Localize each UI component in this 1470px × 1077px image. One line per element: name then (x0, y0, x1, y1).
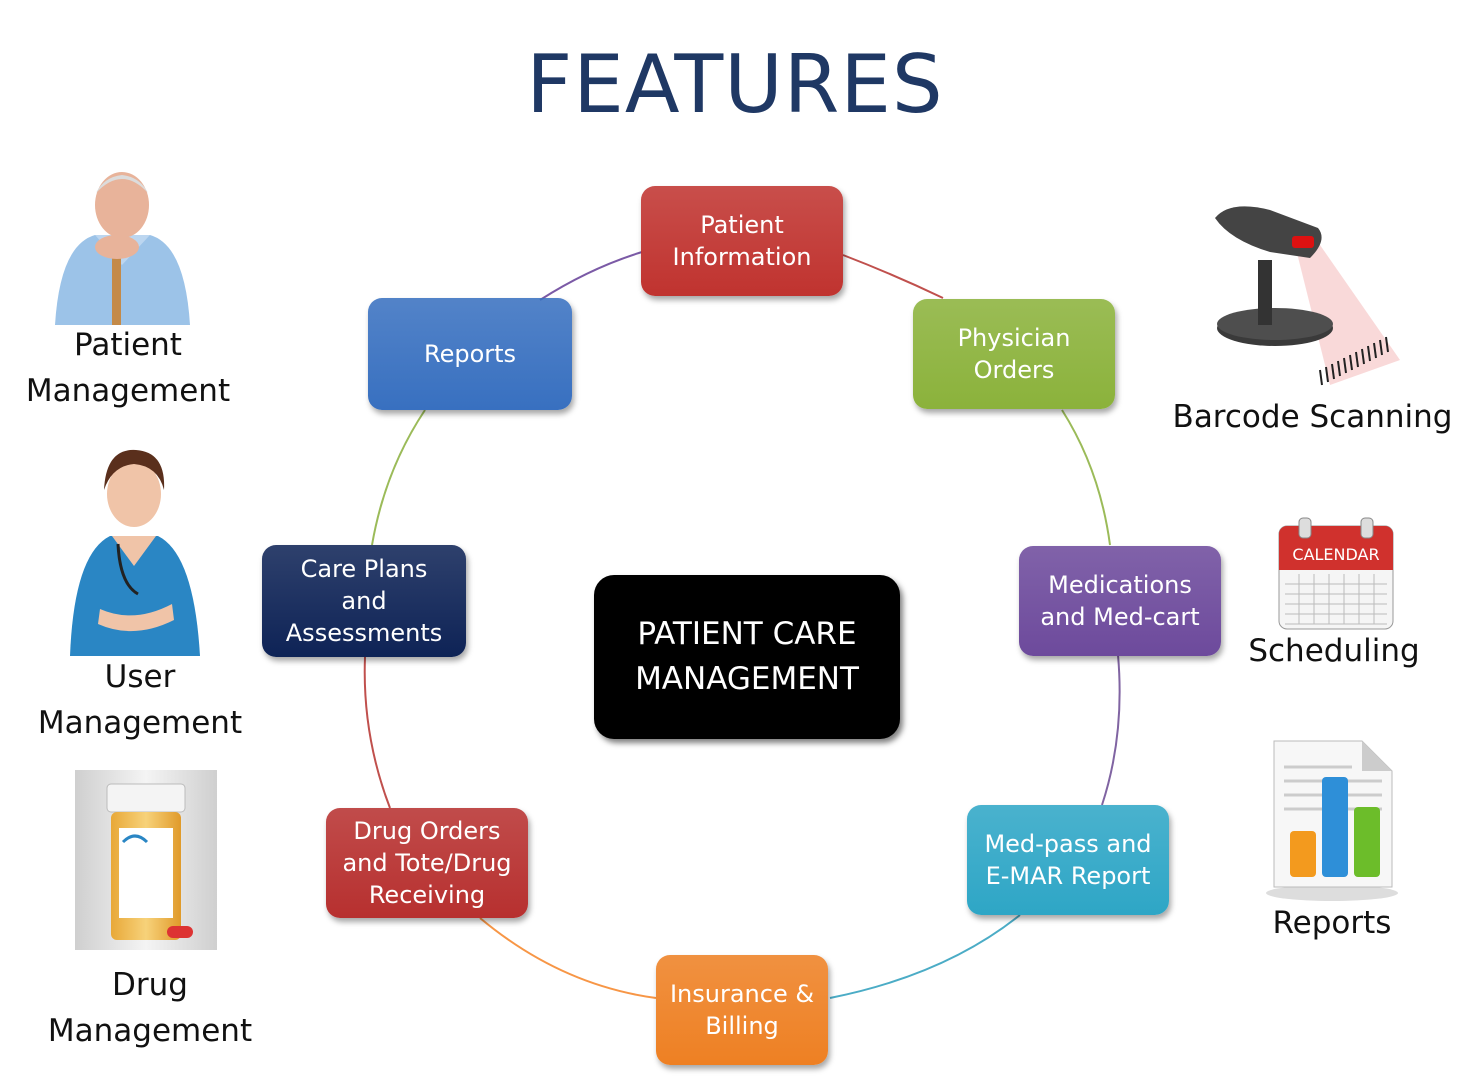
connector-reports-to-patient-info (539, 251, 643, 301)
drug-management-label: Drug Management (47, 967, 253, 1049)
connector-insurance-to-drug-orders (479, 917, 657, 999)
page-title: FEATURES (526, 38, 944, 131)
reports-label: Reports (1272, 905, 1392, 941)
calendar-icon: CALENDAR (1278, 517, 1394, 630)
node-medications-med-cart[interactable]: Medications and Med-cart (1019, 546, 1221, 656)
center-patient-care-management: PATIENT CARE MANAGEMENT (594, 575, 900, 739)
scheduling-label: Scheduling (1248, 633, 1420, 669)
pill-bottle-icon (75, 770, 217, 950)
connector-medications-to-medpass (1101, 654, 1121, 806)
barcode-scanner-icon (1215, 206, 1400, 386)
node-drug-orders-tote-receiving[interactable]: Drug Orders and Tote/Drug Receiving (326, 808, 528, 918)
node-med-pass-emar-report[interactable]: Med-pass and E-MAR Report (967, 805, 1169, 915)
user-management-label: User Management (37, 659, 243, 741)
node-care-plans-assessments[interactable]: Care Plans and Assessments (262, 545, 466, 657)
node-patient-information[interactable]: Patient Information (641, 186, 843, 296)
node-insurance-billing[interactable]: Insurance & Billing (656, 955, 828, 1065)
elderly-patient-icon (50, 165, 192, 325)
barcode-scanning-label: Barcode Scanning (1172, 399, 1453, 435)
patient-management-label: Patient Management (25, 327, 231, 409)
connector-patient-info-to-physician (842, 254, 944, 299)
connector-physician-to-medications (1061, 409, 1111, 546)
connector-care-plans-to-reports (371, 409, 426, 546)
connector-medpass-to-insurance (829, 914, 1021, 999)
node-physician-orders[interactable]: Physician Orders (913, 299, 1115, 409)
node-reports[interactable]: Reports (368, 298, 572, 410)
connector-drug-orders-to-care-plans (363, 656, 391, 809)
calendar-icon-text: CALENDAR (1292, 545, 1379, 564)
nurse-icon (62, 444, 204, 656)
report-chart-icon (1266, 740, 1398, 901)
